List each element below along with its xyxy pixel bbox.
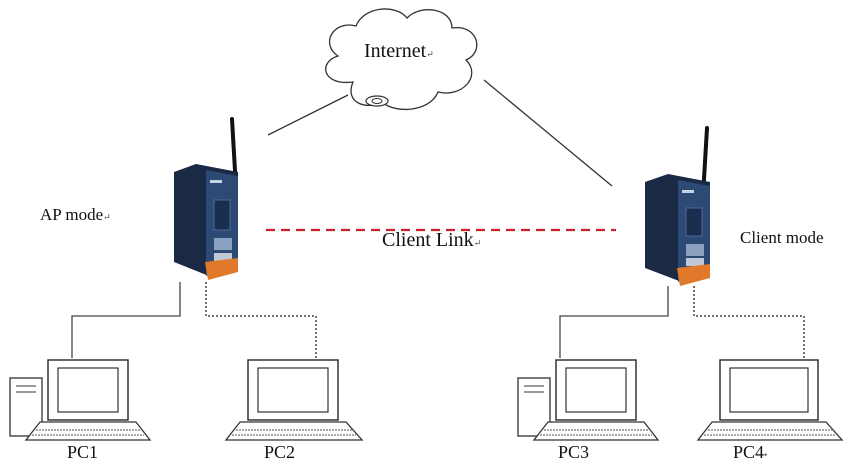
ap-device-icon <box>174 117 238 280</box>
pc3-label: PC3 <box>558 442 590 462</box>
pc4-dot-mark: • <box>764 450 768 460</box>
pc2-laptop-icon <box>224 359 364 441</box>
pc4-label: PC4• <box>733 442 768 462</box>
pc1-computer-icon <box>9 359 152 441</box>
client-link-label: Client Link↵ <box>382 229 482 251</box>
internet-cloud-icon <box>325 8 478 111</box>
return-mark-icon: ↵ <box>426 49 434 59</box>
return-mark-icon: ↵ <box>103 212 111 222</box>
wireless-pc2 <box>205 282 317 358</box>
client-mode-label: Client mode <box>740 228 824 247</box>
pc1-label: PC1 <box>67 442 99 462</box>
client-device-icon <box>645 126 710 286</box>
pc4-laptop-icon <box>696 359 844 441</box>
uplink-right <box>483 79 613 187</box>
pc3-computer-icon <box>517 359 660 441</box>
return-mark-icon: ↵ <box>473 238 482 248</box>
pc2-label: PC2 <box>264 442 296 462</box>
wire-pc3 <box>559 286 669 358</box>
wire-pc1 <box>71 282 181 358</box>
ap-mode-label: AP mode↵ <box>40 205 111 224</box>
wireless-pc4 <box>693 286 805 358</box>
internet-label: Internet↵ <box>364 40 434 62</box>
uplink-left <box>267 94 349 136</box>
